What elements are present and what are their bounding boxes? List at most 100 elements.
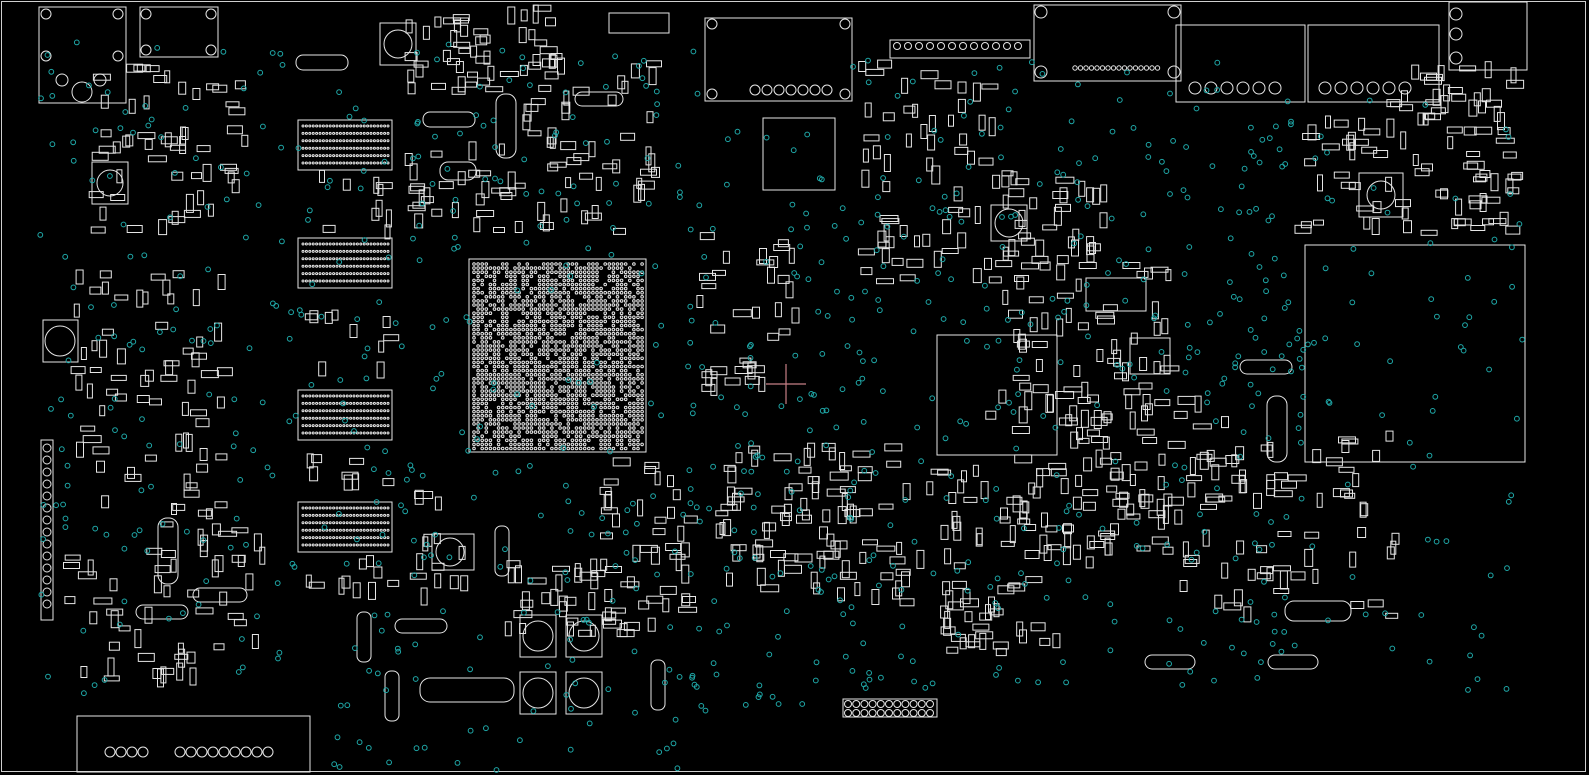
left-crystal-outline[interactable] [42, 319, 79, 363]
chipset-outline[interactable] [936, 334, 1058, 456]
smd-component [476, 210, 495, 217]
via [474, 436, 481, 443]
via [416, 222, 423, 229]
memory-chip-1[interactable] [297, 119, 393, 171]
bga-ball [640, 340, 644, 344]
smd-component [1354, 138, 1369, 146]
bga-ball [578, 418, 583, 422]
bga-ball [513, 405, 517, 410]
smd-component [1086, 187, 1095, 203]
via [1167, 191, 1173, 197]
audio-connector-2[interactable] [1307, 24, 1440, 103]
bga-ball [619, 270, 624, 275]
smd-component [959, 133, 968, 146]
smd-component [205, 508, 213, 520]
smd-component [1256, 572, 1271, 580]
vga-connector-outline[interactable] [704, 17, 853, 102]
bga-ball [476, 303, 480, 307]
smd-component [591, 205, 599, 219]
bga-ball [611, 319, 616, 324]
usb-connector-outline[interactable] [38, 6, 127, 104]
smd-component [1073, 365, 1081, 377]
via [653, 88, 660, 95]
bga-ball [562, 368, 567, 373]
smd-component [863, 134, 880, 142]
bga-ball [529, 266, 534, 270]
via [189, 337, 195, 344]
ball-pad [342, 279, 346, 283]
via [1065, 577, 1072, 584]
bga-ball [591, 352, 595, 357]
smd-component [196, 145, 211, 153]
cpu-bga-outline[interactable] [468, 258, 647, 453]
smd-component [646, 111, 654, 124]
connector-pin [1094, 65, 1100, 71]
smd-component [847, 503, 854, 520]
smd-component [1153, 361, 1161, 375]
bga-ball [570, 360, 575, 365]
bottom-connector-left[interactable] [76, 715, 311, 773]
bga-ball [640, 364, 644, 369]
via [658, 412, 664, 419]
smd-component [70, 366, 86, 375]
hdmi-connector-outline[interactable] [139, 6, 219, 58]
bottom-header-connector[interactable] [842, 698, 938, 718]
bga-ball [611, 340, 616, 344]
via [1185, 354, 1192, 361]
via [1349, 299, 1356, 306]
smd-component [1386, 118, 1395, 138]
audio-connector-1[interactable] [1175, 24, 1306, 103]
bga-ball [480, 344, 485, 348]
bga-ball [570, 352, 575, 357]
bga-ball [484, 307, 489, 311]
via [1063, 679, 1069, 686]
large-module-outline[interactable] [1304, 244, 1526, 463]
chip-u7-outline[interactable] [762, 117, 836, 191]
ball-pad [386, 272, 390, 276]
connector-pin [218, 746, 230, 758]
smd-component [1399, 104, 1414, 112]
via [499, 47, 506, 54]
bga-ball [546, 401, 550, 406]
bga-ball [566, 360, 571, 365]
header-pin [42, 599, 52, 609]
bga-ball [611, 401, 616, 406]
bga-ball [537, 426, 542, 430]
left-pin-header[interactable] [40, 439, 54, 621]
smd-component [1110, 467, 1120, 481]
ethernet-connector-outline[interactable] [1033, 4, 1182, 82]
memory-chip-4[interactable] [297, 501, 393, 553]
bga-ball [546, 307, 550, 311]
ball-pad [366, 257, 370, 261]
ball-pad [338, 242, 342, 246]
via [1122, 297, 1129, 304]
smd-component [383, 334, 400, 342]
via [562, 569, 569, 576]
bga-ball [484, 299, 489, 303]
bga-ball [484, 385, 489, 389]
bga-ball [484, 348, 489, 352]
smd-component [1490, 173, 1499, 192]
bga-ball [607, 348, 612, 352]
bga-ball [558, 348, 562, 352]
power-connector-outline[interactable] [1448, 1, 1528, 71]
header-connector-top[interactable] [889, 39, 1031, 59]
bga-ball [541, 307, 546, 311]
via [759, 454, 766, 461]
bga-ball [562, 290, 567, 295]
smd-component [1344, 492, 1356, 499]
smd-component [1041, 512, 1048, 528]
via [1085, 333, 1091, 340]
ball-pad [369, 264, 373, 268]
memory-chip-2[interactable] [297, 237, 393, 289]
bga-ball [554, 393, 558, 398]
bga-ball [628, 364, 632, 369]
smd-component [1065, 414, 1073, 427]
smd-component [136, 395, 150, 403]
bga-ball [587, 418, 591, 422]
ball-pad [301, 272, 305, 276]
bga-ball [595, 290, 599, 295]
bga-ball [615, 430, 620, 434]
ball-pad [355, 521, 359, 525]
